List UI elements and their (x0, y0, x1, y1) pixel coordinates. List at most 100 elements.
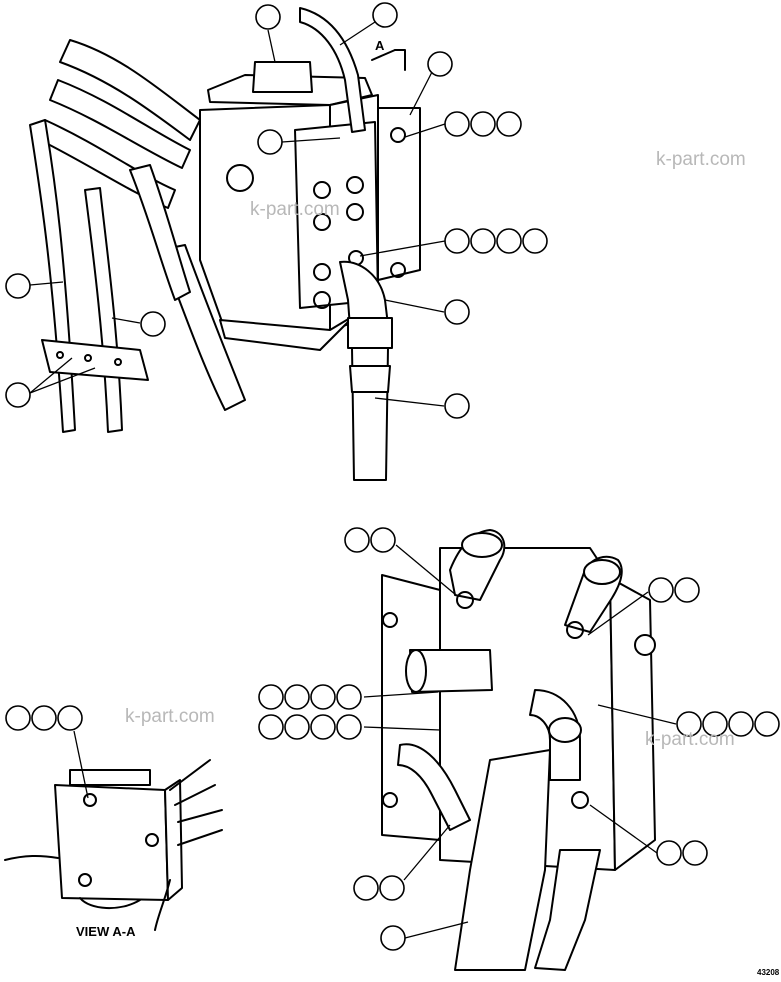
view-hose-3 (177, 809, 223, 823)
callout-bubble-6d (522, 228, 548, 254)
flange-bolt-1 (313, 181, 331, 199)
hose-end-cap-1 (461, 532, 503, 558)
hose-nut (347, 317, 393, 349)
clamp-bolt-1 (56, 351, 64, 359)
view-arrow-head (371, 49, 396, 61)
lower-fitting-nut (571, 791, 589, 809)
view-arrow (394, 49, 406, 71)
callout-bubble-5b (470, 111, 496, 137)
callout-leader-7 (384, 299, 445, 313)
callout-leader-2 (339, 21, 376, 46)
view-marker: A (375, 38, 385, 53)
lower-plate-bolt-1 (382, 612, 398, 628)
plate-bolt-lower (390, 262, 406, 278)
callout-bubble-10 (140, 311, 166, 337)
callout-bubble-2 (372, 2, 398, 28)
center-bolt (226, 164, 254, 192)
clamp-bracket (41, 339, 149, 381)
callout-bubble-17a (656, 840, 682, 866)
view-hose-6 (177, 829, 223, 846)
lower-hose-main (454, 749, 551, 971)
callouts (5, 2, 780, 951)
hose-end-cap-2 (583, 559, 621, 585)
callout-bubble-9 (5, 273, 31, 299)
lower-mounting-plate (381, 574, 441, 841)
callout-bubble-16d (754, 711, 780, 737)
flange-bolt-2 (346, 176, 364, 194)
callout-bubble-12a (344, 527, 370, 553)
watermarks: k-part.com k-part.com k-part.com k-part.… (125, 149, 746, 750)
view-block-body (54, 784, 169, 901)
view-port-3 (78, 873, 92, 887)
callout-leader-16 (597, 704, 677, 725)
view-block-top (69, 769, 151, 786)
view-hose-2 (174, 784, 216, 806)
valve-cap (252, 61, 313, 93)
hose-end-cap-3 (405, 649, 427, 693)
callout-leader-17 (589, 804, 658, 854)
callout-leader-9 (29, 281, 64, 286)
callout-bubble-12b (370, 527, 396, 553)
callout-bubble-7 (444, 299, 470, 325)
flange-bolt-4 (346, 203, 364, 221)
callout-bubble-18b (379, 875, 405, 901)
watermark-2: k-part.com (250, 199, 340, 220)
callout-leader-3 (409, 71, 433, 116)
watermark-1: k-part.com (656, 149, 746, 170)
top-valve-assembly: A (29, 7, 421, 481)
callout-bubble-16c (728, 711, 754, 737)
callout-leader-8 (374, 397, 445, 407)
callout-leader-1 (267, 29, 276, 63)
callout-bubble-20a (5, 705, 31, 731)
hose-crimp (349, 365, 391, 393)
callout-bubble-11 (5, 382, 31, 408)
callout-leader-14 (363, 691, 439, 698)
callout-leader-10 (111, 317, 141, 324)
view-block-side (164, 779, 183, 901)
lower-side-panel (609, 577, 656, 871)
lower-plate-bolt-2 (382, 792, 398, 808)
callout-bubble-15c (310, 714, 336, 740)
callout-leader-11a (29, 357, 73, 394)
callout-leader-15 (363, 726, 441, 731)
lower-hose-right (534, 849, 601, 971)
hose-upper-1 (59, 39, 201, 141)
view-hose-5 (4, 854, 59, 861)
callout-bubble-5a (444, 111, 470, 137)
callout-bubble-14d (336, 684, 362, 710)
clamp-bolt-2 (84, 354, 92, 362)
hose-end-cap-4 (548, 717, 582, 743)
callout-bubble-16a (676, 711, 702, 737)
callout-bubble-1 (255, 4, 281, 30)
base-plate (219, 314, 356, 351)
figure-number: 43208 (757, 968, 780, 977)
callout-bubble-15d (336, 714, 362, 740)
view-label: VIEW A-A (76, 924, 136, 939)
view-hose-4 (154, 879, 171, 931)
callout-leader-4 (281, 137, 341, 143)
bottom-valve-assembly (381, 529, 656, 971)
plate-bolt-upper (390, 127, 406, 143)
callout-bubble-3 (427, 51, 453, 77)
callout-leader-5 (404, 123, 446, 138)
view-hose-1 (169, 759, 211, 791)
callout-bubble-4 (257, 129, 283, 155)
callout-bubble-17b (682, 840, 708, 866)
callout-bubble-6b (470, 228, 496, 254)
callout-leader-11b (29, 367, 96, 394)
callout-leader-6 (359, 240, 446, 257)
hose-top (299, 7, 366, 133)
callout-bubble-14c (310, 684, 336, 710)
callout-leader-19 (404, 921, 469, 939)
callout-bubble-20c (57, 705, 83, 731)
side-bolt (634, 634, 656, 656)
view-port-1 (83, 793, 97, 807)
callout-bubble-8 (444, 393, 470, 419)
mounting-plate (377, 107, 421, 281)
callout-bubble-13a (648, 577, 674, 603)
hose-mid (129, 164, 191, 301)
callout-leader-13 (587, 591, 649, 636)
callout-bubble-15b (284, 714, 310, 740)
